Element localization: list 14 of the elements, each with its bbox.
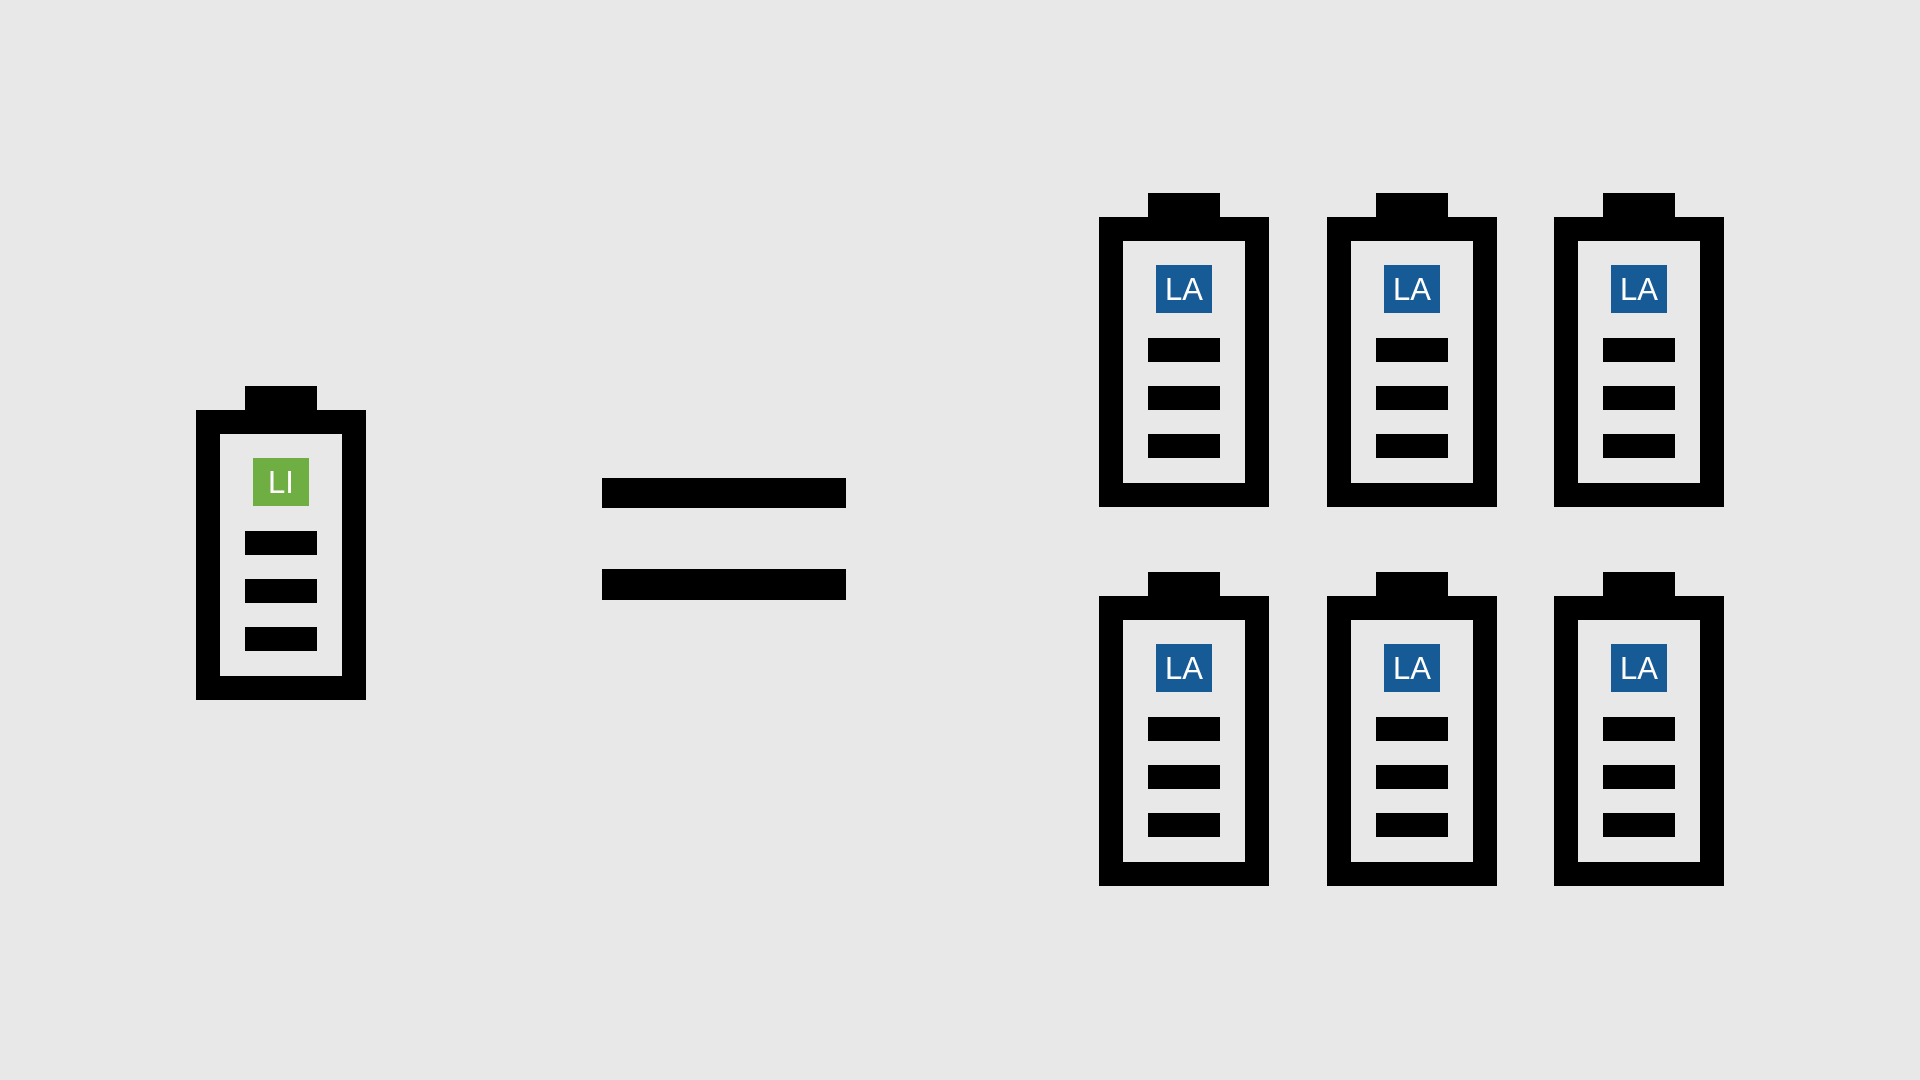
battery-type-tag: LA bbox=[1156, 265, 1212, 313]
battery bbox=[1099, 193, 1269, 507]
battery-type-tag: LA bbox=[1384, 265, 1440, 313]
battery-type-tag: LA bbox=[1384, 644, 1440, 692]
battery-type-tag: LI bbox=[253, 458, 309, 506]
battery-type-tag: LA bbox=[1611, 644, 1667, 692]
battery bbox=[1554, 572, 1724, 886]
battery bbox=[1099, 572, 1269, 886]
battery-type-tag: LA bbox=[1611, 265, 1667, 313]
battery-type-tag: LA bbox=[1156, 644, 1212, 692]
battery bbox=[1554, 193, 1724, 507]
battery bbox=[1327, 572, 1497, 886]
battery bbox=[196, 386, 366, 700]
battery bbox=[1327, 193, 1497, 507]
